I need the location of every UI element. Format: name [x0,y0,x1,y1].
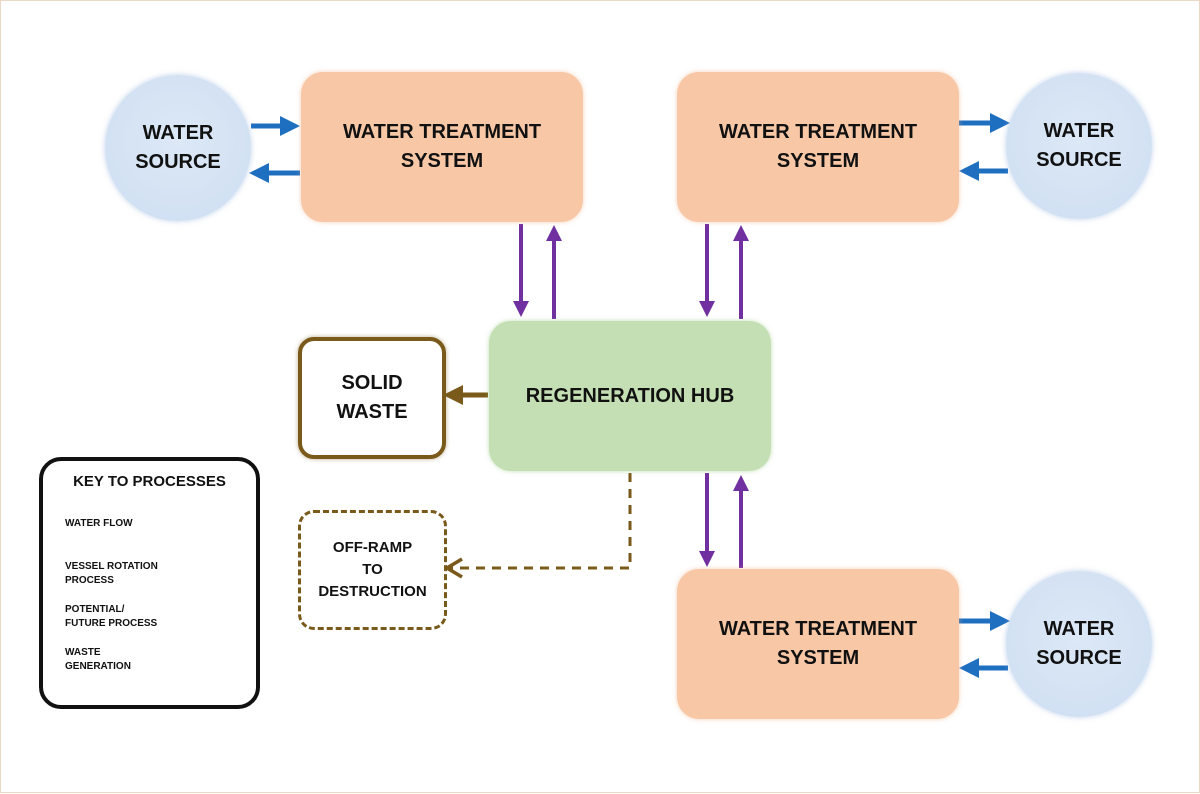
solid-waste-label: SOLID [341,372,403,394]
off-ramp-label: TO [362,561,383,578]
key-label-water-flow: WATER FLOW [65,518,133,529]
solid-waste-box: SOLID WASTE [298,337,446,459]
water-treatment-system-top-right: WATER TREATMENT SYSTEM [677,72,959,222]
solid-waste-label: WASTE [336,401,408,423]
regeneration-hub-label: REGENERATION HUB [525,384,735,407]
water-treatment-system-bottom-right: WATER TREATMENT SYSTEM [677,569,959,719]
key-title: KEY TO PROCESSES [73,473,226,490]
key-legend: KEY TO PROCESSES WATER FLOW VESSEL ROTAT… [39,457,260,709]
water-source-label: SOURCE [135,151,221,173]
key-label-future-process: POTENTIAL/ FUTURE PROCESS [65,604,158,629]
water-treatment-label: WATER TREATMENT [718,121,918,143]
water-source-label: SOURCE [1036,149,1122,171]
regeneration-hub: REGENERATION HUB [489,321,771,471]
key-label-vessel-rotation: VESSEL ROTATION PROCESS [65,561,158,586]
water-source-label: WATER [1043,120,1115,142]
water-treatment-system-top-left: WATER TREATMENT SYSTEM [301,72,583,222]
water-source-top-right: WATER SOURCE [1006,73,1152,219]
water-source-label: SOURCE [1036,647,1122,669]
off-ramp-label: OFF-RAMP [332,539,413,556]
future-process-arrow [443,473,632,579]
water-source-bottom-right: WATER SOURCE [1006,571,1152,717]
water-treatment-label: SYSTEM [776,647,860,669]
off-ramp-label: DESTRUCTION [318,583,427,600]
water-source-top-left: WATER SOURCE [105,75,251,221]
water-treatment-label: WATER TREATMENT [718,618,918,640]
key-label-waste-generation: WASTE GENERATION [65,647,131,672]
water-source-label: WATER [142,122,214,144]
off-ramp-box: OFF-RAMP TO DESTRUCTION [298,510,447,630]
water-treatment-label: SYSTEM [400,150,484,172]
water-treatment-label: SYSTEM [776,150,860,172]
water-source-label: WATER [1043,618,1115,640]
water-treatment-label: WATER TREATMENT [342,121,542,143]
